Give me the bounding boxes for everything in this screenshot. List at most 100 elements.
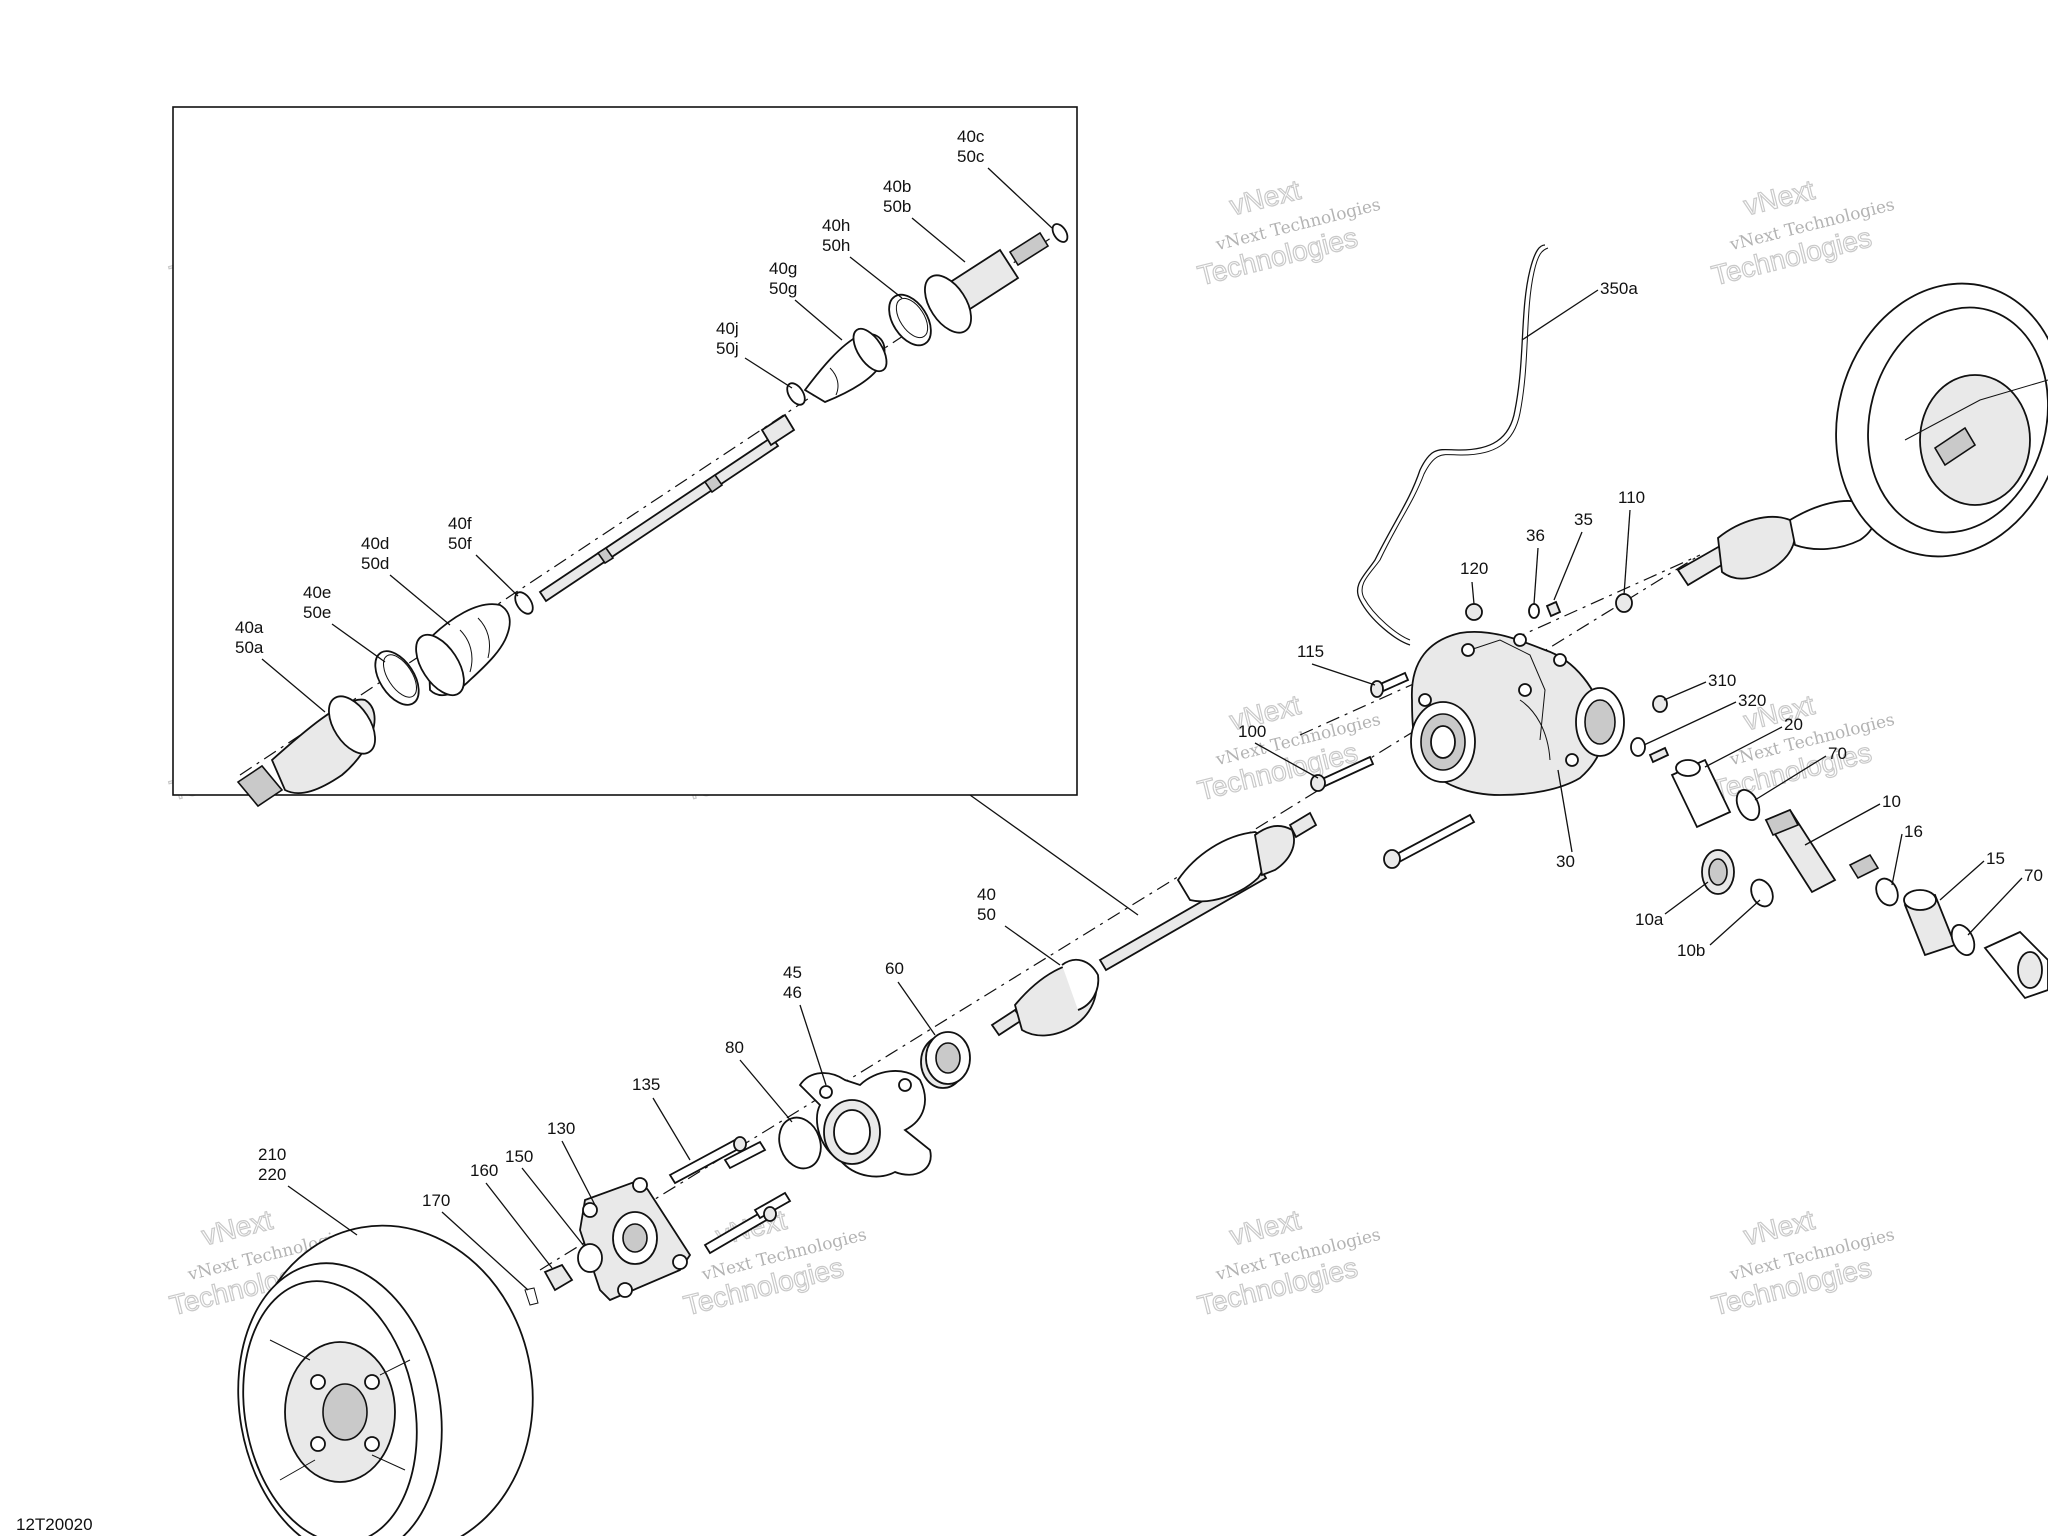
inset-leader-line bbox=[969, 794, 1139, 916]
plug-310 bbox=[1652, 695, 1668, 713]
callout-220: 220 bbox=[258, 1165, 286, 1184]
clip-16 bbox=[1875, 877, 1899, 907]
callout-160: 160 bbox=[470, 1161, 498, 1180]
callout-50c: 50c bbox=[957, 147, 985, 166]
shaft-10 bbox=[1764, 808, 1880, 894]
coupler-right bbox=[1983, 930, 2048, 1000]
watermark-7: vNext vNext Technologies Technologies bbox=[1194, 688, 1383, 806]
callout-50j: 50j bbox=[716, 339, 739, 358]
bearing-60 bbox=[920, 1031, 971, 1089]
callout-10b: 10b bbox=[1677, 941, 1705, 960]
inset-clip-40j bbox=[786, 382, 806, 406]
callout-40b: 40b bbox=[883, 177, 911, 196]
callout-80: 80 bbox=[725, 1038, 744, 1057]
long-bolt bbox=[1393, 813, 1476, 864]
inset-clamp-40e-inner bbox=[383, 654, 417, 698]
inset-clip-40c bbox=[1051, 223, 1069, 243]
callout-150: 150 bbox=[505, 1147, 533, 1166]
cap-110 bbox=[1615, 593, 1633, 613]
detail-inset bbox=[172, 106, 1139, 916]
svg-text:vNext: vNext bbox=[199, 1204, 276, 1251]
inset-axle-shaft bbox=[538, 413, 796, 603]
callout-115: 115 bbox=[1297, 642, 1324, 661]
callout-40e: 40e bbox=[303, 583, 331, 602]
inset-clip-40f bbox=[514, 591, 534, 615]
callout-15: 15 bbox=[1986, 849, 2005, 868]
watermark-3: vNext vNext Technologies Technologies bbox=[1194, 173, 1383, 291]
knuckle-assembly bbox=[778, 1031, 971, 1178]
sleeve-10a bbox=[1701, 849, 1735, 895]
callout-100: 100 bbox=[1238, 722, 1266, 741]
callout-120: 120 bbox=[1460, 559, 1488, 578]
inset-outer-cv-joint bbox=[236, 695, 376, 808]
inset-inner-cv-joint bbox=[924, 231, 1050, 334]
nut-120 bbox=[1465, 603, 1483, 621]
callout-50b: 50b bbox=[883, 197, 911, 216]
callout-16: 16 bbox=[1904, 822, 1923, 841]
wheel-studs-135 bbox=[668, 1136, 792, 1255]
callout-46: 46 bbox=[783, 983, 802, 1002]
nut-160 bbox=[543, 1263, 574, 1292]
callout-40d: 40d bbox=[361, 534, 389, 553]
callout-110: 110 bbox=[1618, 488, 1645, 507]
spacer-320 bbox=[1648, 746, 1670, 764]
watermark-4: vNext vNext Technologies Technologies bbox=[1708, 173, 1897, 291]
callout-50d: 50d bbox=[361, 554, 389, 573]
main-callouts: 350a 110 35 36 120 115 100 310 320 20 70… bbox=[258, 279, 2043, 1291]
watermark-12: vNext vNext Technologies Technologies bbox=[1708, 1203, 1897, 1321]
watermark-11: vNext vNext Technologies Technologies bbox=[1194, 1203, 1383, 1321]
callout-50a: 50a bbox=[235, 638, 264, 657]
breather-hose-350a-edge bbox=[1361, 247, 1549, 641]
coupler-parts bbox=[1670, 758, 2048, 1000]
callout-40: 40 bbox=[977, 885, 996, 904]
inset-callouts: 40c 50c 40b 50b 40h 50h 40g 50g 40j 50j … bbox=[235, 127, 1053, 713]
watermark-8: vNext vNext Technologies Technologies bbox=[1708, 688, 1897, 806]
callout-70b: 70 bbox=[2024, 866, 2043, 885]
cotter-pin-170 bbox=[524, 1287, 539, 1306]
plug-35 bbox=[1545, 600, 1562, 618]
callout-135: 135 bbox=[632, 1075, 660, 1094]
callout-40g: 40g bbox=[769, 259, 797, 278]
callout-40j: 40j bbox=[716, 319, 739, 338]
callout-50e: 50e bbox=[303, 603, 331, 622]
callout-50: 50 bbox=[977, 905, 996, 924]
breather-hose-350a bbox=[1356, 244, 1546, 646]
callout-50g: 50g bbox=[769, 279, 797, 298]
svg-text:vNext: vNext bbox=[1741, 174, 1818, 221]
main-drive-shaft bbox=[990, 811, 1318, 1037]
inset-clamp-40h-inner bbox=[895, 297, 929, 339]
inset-boot-40d bbox=[415, 603, 511, 697]
washer-36 bbox=[1528, 603, 1540, 619]
svg-text:vNext: vNext bbox=[1741, 1204, 1818, 1251]
callout-45: 45 bbox=[783, 963, 802, 982]
callout-50h: 50h bbox=[822, 236, 850, 255]
callout-10: 10 bbox=[1882, 792, 1901, 811]
ring-10b bbox=[1750, 878, 1774, 908]
callout-10a: 10a bbox=[1635, 910, 1664, 929]
callout-210: 210 bbox=[258, 1145, 286, 1164]
left-wheel bbox=[237, 1224, 534, 1536]
ring-70b bbox=[1950, 923, 1976, 957]
washer-150 bbox=[577, 1243, 603, 1273]
callout-310: 310 bbox=[1708, 671, 1736, 690]
callout-20: 20 bbox=[1784, 715, 1803, 734]
inset-frame bbox=[172, 106, 1078, 796]
o-ring-320 bbox=[1630, 737, 1646, 757]
callout-40f: 40f bbox=[448, 514, 472, 533]
callout-50f: 50f bbox=[448, 534, 472, 553]
callout-60: 60 bbox=[885, 959, 904, 978]
right-wheel bbox=[1835, 282, 2048, 558]
callout-170: 170 bbox=[422, 1191, 450, 1210]
wheel-hub-130 bbox=[579, 1177, 692, 1302]
inset-clamp-40e bbox=[374, 650, 420, 706]
differential-housing bbox=[1410, 630, 1625, 796]
callout-35: 35 bbox=[1574, 510, 1593, 529]
inset-clamp-40h bbox=[888, 293, 932, 347]
svg-text:vNext: vNext bbox=[1227, 174, 1304, 221]
callout-40a: 40a bbox=[235, 618, 264, 637]
callout-130: 130 bbox=[547, 1119, 575, 1138]
callout-350a: 350a bbox=[1600, 279, 1638, 298]
inset-boot-40g bbox=[803, 327, 888, 404]
ring-70a bbox=[1735, 788, 1761, 822]
